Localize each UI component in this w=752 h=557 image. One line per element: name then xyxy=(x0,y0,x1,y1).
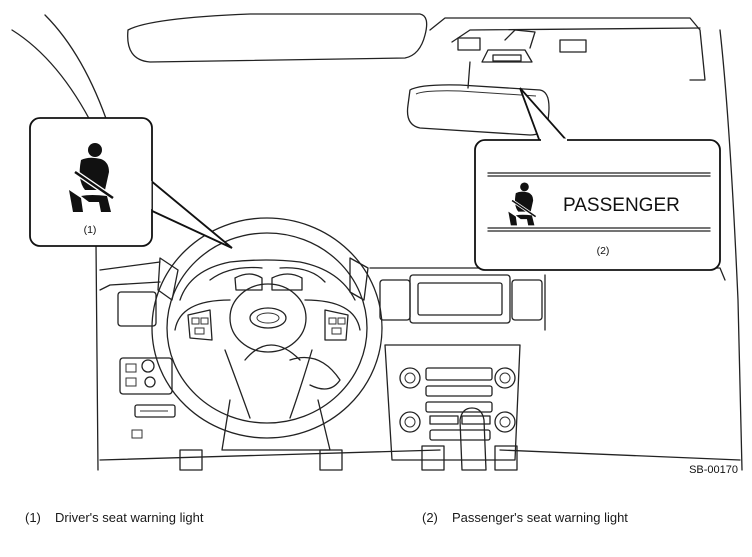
left-switch-panel xyxy=(119,357,176,439)
figure-code: SB-00170 xyxy=(689,464,738,476)
caption-number: (2) xyxy=(422,510,438,525)
caption-driver: (1) Driver's seat warning light xyxy=(25,510,203,525)
steering-column xyxy=(179,344,343,471)
passenger-callout: PASSENGER (2) xyxy=(474,138,721,271)
passenger-seatbelt-icon xyxy=(508,182,537,226)
steering-wheel xyxy=(151,217,383,439)
caption-text: Passenger's seat warning light xyxy=(452,510,628,525)
driver-callout-pointer xyxy=(149,178,233,249)
passenger-label: PASSENGER xyxy=(563,195,680,216)
driver-callout-number: (1) xyxy=(84,224,97,236)
passenger-callout-pointer xyxy=(519,87,571,143)
caption-number: (1) xyxy=(25,510,41,525)
caption-text: Driver's seat warning light xyxy=(55,510,204,525)
driver-callout: (1) xyxy=(29,117,153,247)
seatbelt-warning-icon xyxy=(69,143,115,212)
passenger-callout-number: (2) xyxy=(597,245,610,257)
caption-passenger: (2) Passenger's seat warning light xyxy=(422,510,628,525)
dashboard-outline xyxy=(99,261,741,461)
overhead-console xyxy=(457,29,587,89)
center-console xyxy=(384,344,521,471)
